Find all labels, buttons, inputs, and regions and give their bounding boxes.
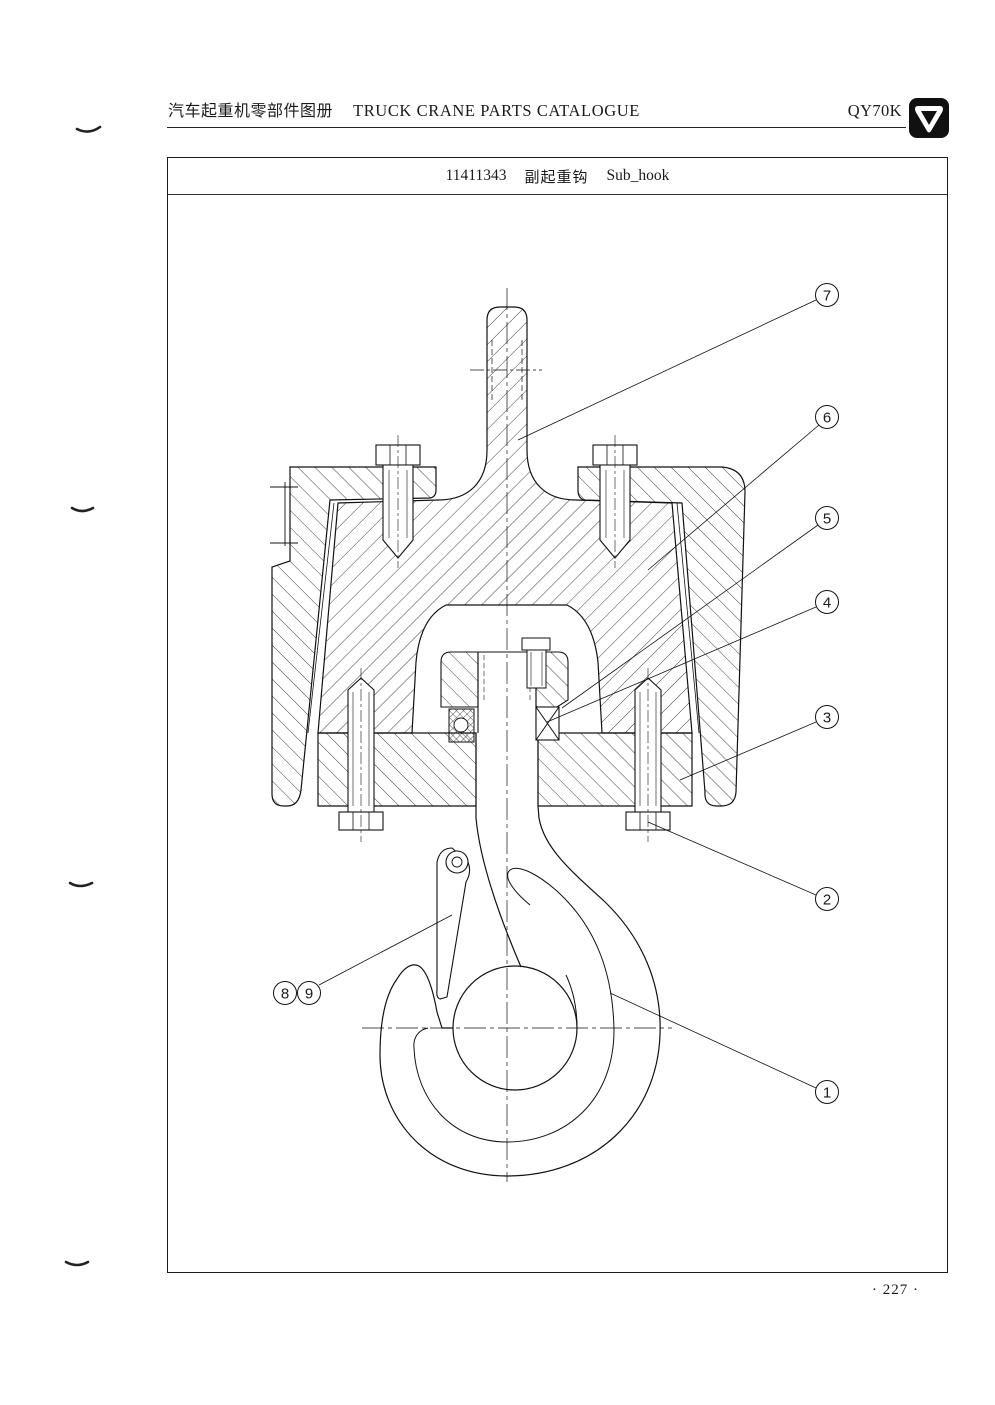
binding-mark	[68, 881, 94, 888]
catalogue-title-cn: 汽车起重机零部件图册	[168, 101, 334, 120]
part-name-en: Sub_hook	[606, 167, 670, 184]
part-number: 11411343	[445, 167, 507, 184]
catalogue-title-en: TRUCK CRANE PARTS CATALOGUE	[353, 101, 640, 120]
binding-marks	[64, 125, 102, 1267]
binding-mark	[64, 1260, 90, 1267]
binding-mark	[75, 125, 102, 133]
binding-mark	[70, 506, 95, 513]
part-name-cn: 副起重钩	[524, 167, 589, 186]
page-number: · 227 ·	[872, 1282, 919, 1298]
drawing-frame: 11411343 副起重钩 Sub_hook	[167, 157, 948, 1273]
catalogue-title: 汽车起重机零部件图册 TRUCK CRANE PARTS CATALOGUE	[168, 101, 640, 121]
header-rule	[167, 127, 906, 128]
brand-logo-icon	[909, 98, 949, 138]
model-code: QY70K	[847, 101, 902, 120]
drawing-title-bar: 11411343 副起重钩 Sub_hook	[168, 158, 947, 195]
